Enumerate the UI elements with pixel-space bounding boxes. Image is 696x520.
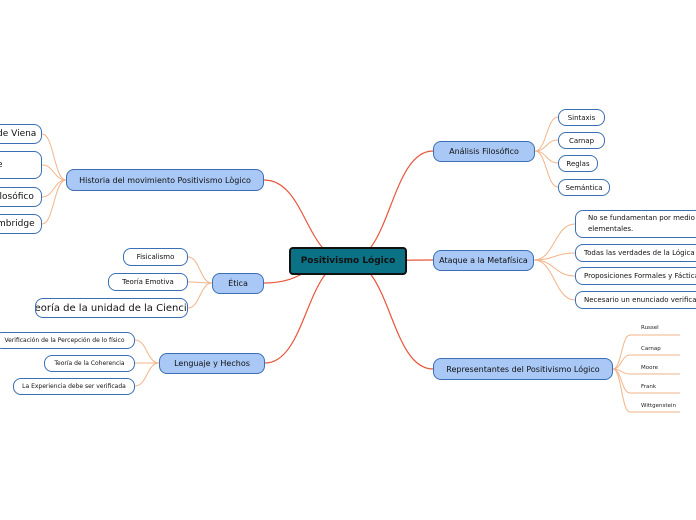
topic-historia-label: Historia del movimiento Positivismo Lògi… [79, 175, 251, 185]
connector-historia-sub-2 [41, 164, 67, 181]
subtopic-historia-4[interactable]: mbridge [0, 214, 42, 234]
connector-analisis [347, 150, 434, 262]
topic-ataque-label: Ataque a la Metafísica [439, 256, 528, 265]
subtopic-label: de Viena [0, 129, 37, 139]
subtopic-lenguaje-2[interactable]: Teoría de la Coherencia [44, 355, 135, 372]
representante-carnap[interactable]: Carnap [641, 346, 661, 352]
connector-historia-sub-1 [41, 133, 67, 181]
subtopic-label: Fisicalismo [136, 253, 175, 261]
topic-etica[interactable]: Ética [212, 273, 264, 294]
subtopic-analisis-2[interactable]: Carnap [558, 132, 605, 149]
subtopic-lenguaje-1[interactable]: Verificación de la Percepción de lo físi… [0, 332, 135, 349]
subtopic-historia-3[interactable]: ilosófico [0, 187, 42, 207]
connector-analisis-sub-4 [534, 150, 559, 188]
subtopic-label: Semántica [565, 183, 603, 192]
subtopic-lenguaje-3[interactable]: La Experiencia debe ser verificada [13, 378, 135, 395]
subtopic-etica-3[interactable]: Teoría de la unidad de la Ciencia [35, 298, 188, 318]
connector-lenguaje [264, 260, 349, 364]
subtopic-label: No se fundamentan por medio elementales. [588, 214, 695, 233]
subtopic-historia-2[interactable]: e [0, 151, 42, 179]
subtopic-label: Necesario un enunciado verificab [584, 296, 696, 304]
connector-ataque-sub-1 [533, 223, 576, 261]
representante-russel[interactable]: Russel [641, 325, 659, 331]
topic-representantes[interactable]: Representantes del Positivismo Lógico [433, 358, 613, 380]
topic-analisis-label: Análisis Filosófico [449, 147, 519, 156]
subtopic-analisis-1[interactable]: Sintaxis [558, 109, 605, 126]
central-topic-label: Positivismo Lógico [300, 256, 396, 266]
connector-representantes-sub-1 [612, 334, 631, 370]
subtopic-ataque-3[interactable]: Proposiciones Formales y Fácticas [575, 267, 696, 285]
subtopic-label: e [0, 160, 3, 170]
connector-lenguaje-sub-3 [134, 362, 160, 387]
subtopic-label: Teoría de la Coherencia [54, 360, 125, 367]
subtopic-label: Reglas [566, 159, 590, 168]
subtopic-label: Proposiciones Formales y Fácticas [584, 272, 696, 280]
representante-moore[interactable]: Moore [641, 365, 658, 371]
subtopic-label: La Experiencia debe ser verificada [22, 383, 126, 390]
connector-analisis-sub-1 [534, 116, 559, 152]
central-topic[interactable]: Positivismo Lógico [289, 247, 407, 275]
subtopic-label: Todas las verdades de la Lógica s [584, 249, 696, 257]
subtopic-etica-2[interactable]: Teoría Emotiva [108, 273, 188, 291]
subtopic-label: Sintaxis [567, 113, 596, 122]
connector-lenguaje-sub-1 [134, 339, 160, 364]
representante-frank[interactable]: Frank [641, 384, 657, 390]
subtopic-ataque-1[interactable]: No se fundamentan por medio elementales. [575, 210, 696, 238]
subtopic-label: Verificación de la Percepción de lo físi… [4, 337, 125, 344]
representante-wittgenstein[interactable]: Wittgenstein [641, 403, 676, 409]
topic-analisis[interactable]: Análisis Filosófico [433, 141, 535, 162]
topic-historia[interactable]: Historia del movimiento Positivismo Lògi… [66, 169, 264, 191]
connector-representantes [347, 260, 434, 370]
subtopic-label: mbridge [0, 219, 35, 229]
topic-ataque[interactable]: Ataque a la Metafísica [433, 250, 534, 271]
subtopic-analisis-4[interactable]: Semántica [558, 179, 610, 196]
subtopic-historia-1[interactable]: de Viena [0, 124, 42, 144]
subtopic-ataque-2[interactable]: Todas las verdades de la Lógica s [575, 244, 696, 262]
connector-representantes-sub-2 [612, 354, 631, 370]
connector-representantes-sub-5 [612, 368, 631, 413]
subtopic-label: ilosófico [0, 192, 34, 202]
connector-historia-sub-4 [41, 179, 67, 225]
subtopic-ataque-4[interactable]: Necesario un enunciado verificab [575, 291, 696, 309]
subtopic-label: Teoría Emotiva [122, 278, 174, 286]
connector-etica-sub-3 [187, 282, 213, 309]
subtopic-label: Teoría de la unidad de la Ciencia [35, 302, 188, 314]
topic-representantes-label: Representantes del Positivismo Lógico [446, 364, 600, 374]
topic-etica-label: Ética [228, 279, 248, 288]
topic-lenguaje-label: Lenguaje y Hechos [174, 359, 250, 368]
connector-etica-sub-1 [187, 256, 213, 284]
topic-lenguaje[interactable]: Lenguaje y Hechos [159, 353, 265, 374]
subtopic-etica-1[interactable]: Fisicalismo [123, 248, 188, 266]
connector-ataque-sub-3 [533, 259, 576, 277]
connector-analisis-sub-2 [534, 139, 559, 152]
connector-ataque-sub-4 [533, 259, 576, 301]
subtopic-analisis-3[interactable]: Reglas [558, 155, 598, 172]
subtopic-label: Carnap [568, 136, 595, 145]
connector-historia-sub-3 [41, 179, 67, 198]
